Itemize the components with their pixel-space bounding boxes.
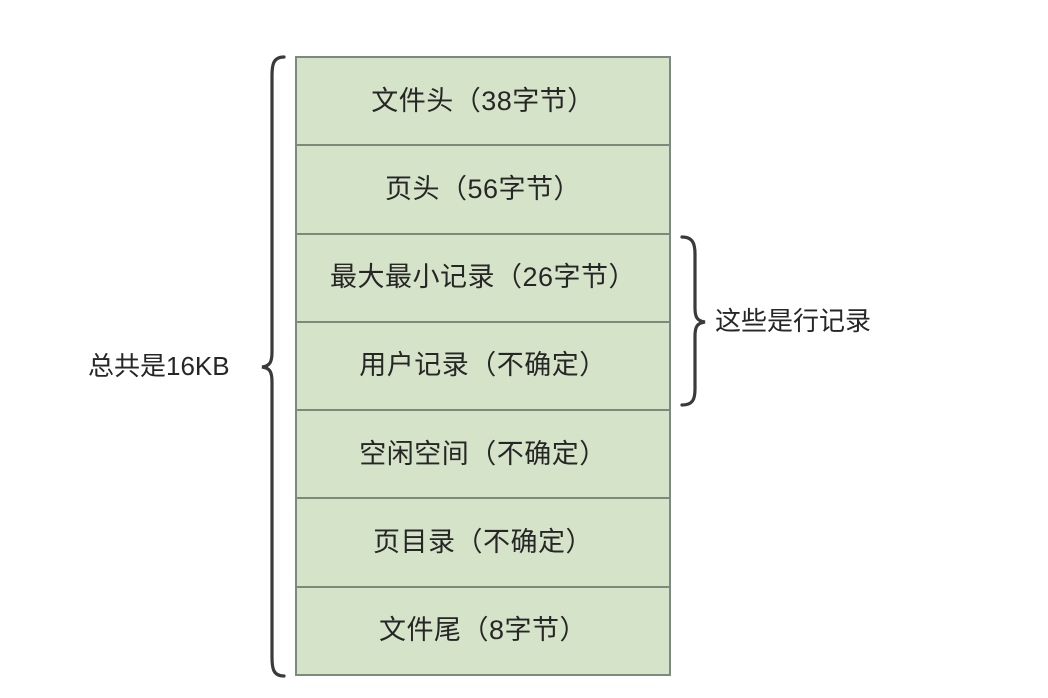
left-brace-total-size [261, 55, 286, 678]
section-label: 文件尾（8字节） [378, 615, 588, 646]
section-file-trailer: 文件尾（8字节） [297, 587, 669, 674]
section-file-header: 文件头（38字节） [297, 58, 669, 147]
section-page-header: 页头（56字节） [297, 146, 669, 235]
section-free-space: 空闲空间（不确定） [297, 411, 669, 500]
section-label: 用户记录（不确定） [359, 350, 607, 381]
section-label: 最大最小记录（26字节） [329, 262, 637, 293]
section-label: 页头（56字节） [384, 173, 582, 204]
page-structure-block: 文件头（38字节） 页头（56字节） 最大最小记录（26字节） 用户记录（不确定… [295, 56, 671, 676]
section-page-directory: 页目录（不确定） [297, 499, 669, 588]
annotation-total-size: 总共是16KB [88, 351, 230, 381]
section-label: 空闲空间（不确定） [359, 438, 607, 469]
right-brace-row-records [680, 235, 706, 407]
section-user-records: 用户记录（不确定） [297, 322, 669, 412]
section-infimum-supremum-records: 最大最小记录（26字节） [297, 234, 669, 323]
section-label: 页目录（不确定） [373, 527, 593, 558]
annotation-row-records: 这些是行记录 [715, 306, 872, 336]
section-label: 文件头（38字节） [371, 85, 595, 116]
